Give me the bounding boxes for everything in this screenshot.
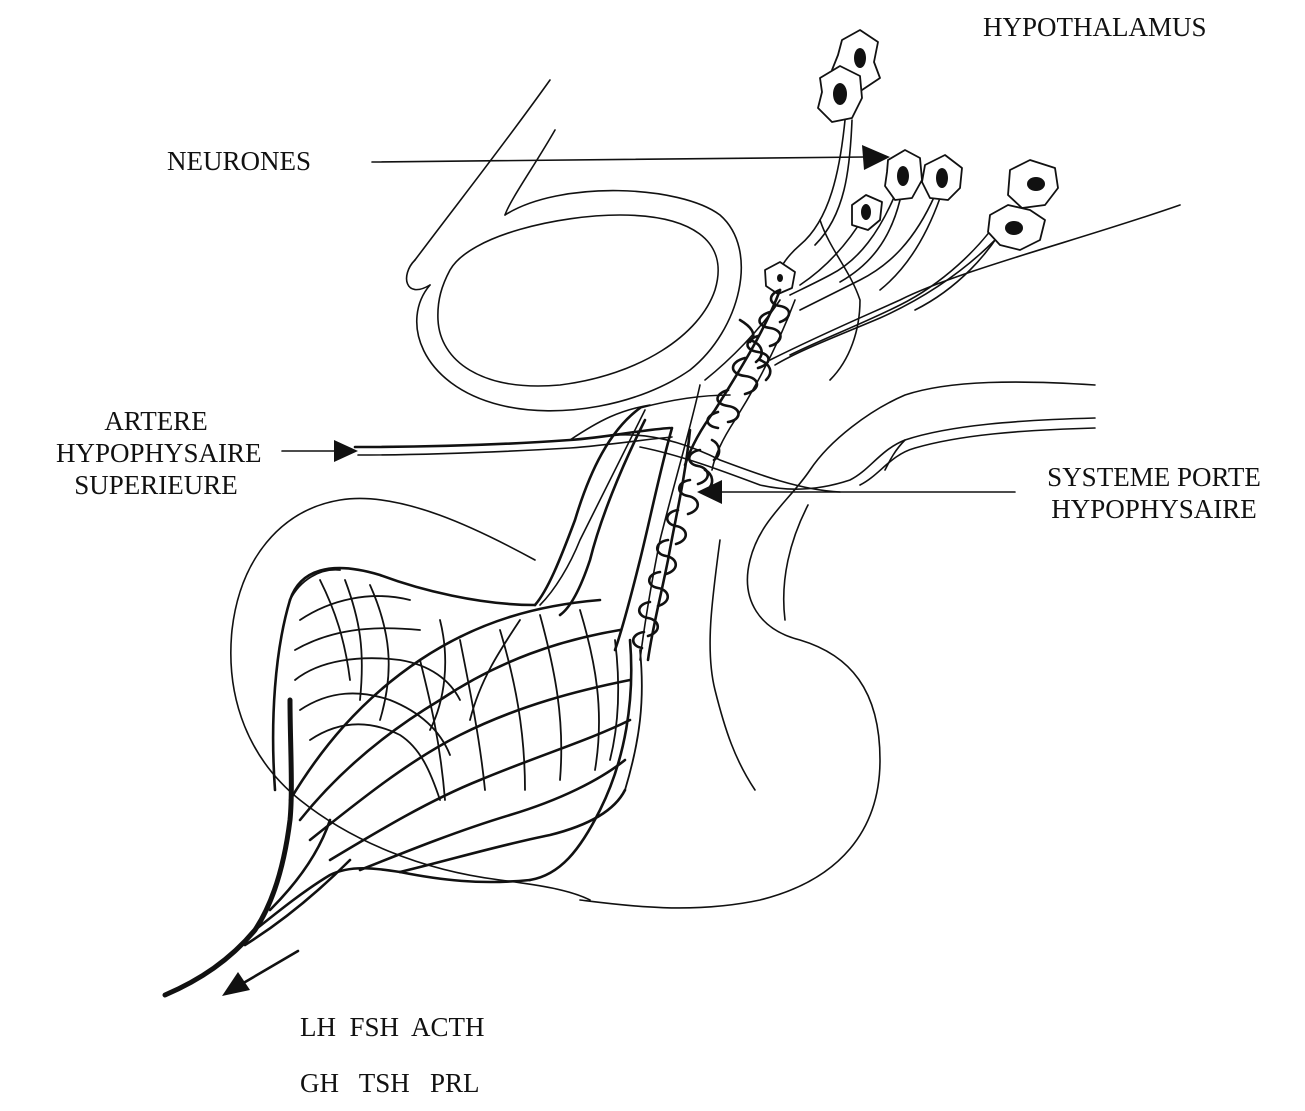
neurones-label: NEURONES xyxy=(167,148,311,175)
output-arrow-line xyxy=(240,951,298,985)
anterior-lobe-capillary-network xyxy=(273,408,645,882)
neurones-arrowhead xyxy=(862,145,890,170)
portal-vessel-coils xyxy=(615,428,719,660)
hormones-line-2: GH TSH PRL xyxy=(300,1070,480,1097)
systeme-label-line-1: SYSTEME PORTE xyxy=(1018,464,1290,491)
artere-label-line-2: HYPOPHYSAIRE xyxy=(56,440,256,467)
artere-label-line-1: ARTERE xyxy=(56,408,256,435)
hormones-line-1: LH FSH ACTH xyxy=(300,1014,485,1041)
artere-label-line-3: SUPERIEURE xyxy=(56,472,256,499)
artere-arrowhead xyxy=(334,440,358,462)
systeme-label-line-2: HYPOPHYSAIRE xyxy=(1018,496,1290,523)
output-arrowhead xyxy=(222,972,250,996)
neurones-arrow-line xyxy=(372,157,865,162)
hypothalamus-label: HYPOTHALAMUS xyxy=(983,14,1207,41)
superior-hypophyseal-artery xyxy=(355,405,840,492)
hypophyseal-vein-trunk xyxy=(165,700,400,995)
primary-capillary-coils xyxy=(685,290,795,470)
